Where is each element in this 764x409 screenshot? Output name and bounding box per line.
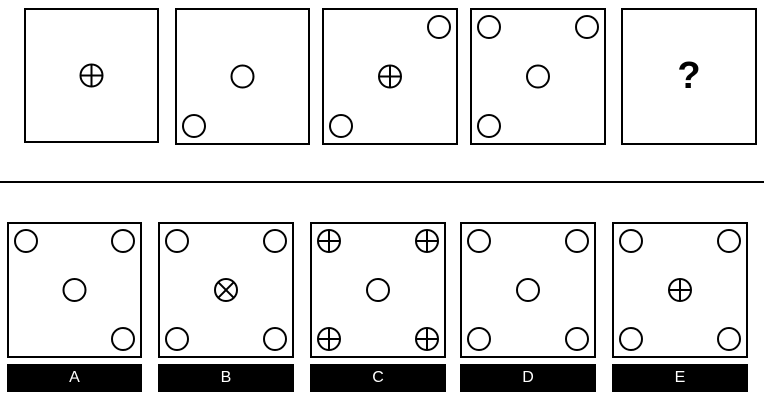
corner-circle-bottom-right bbox=[415, 327, 439, 351]
option-c-panel[interactable] bbox=[310, 222, 446, 358]
option-b-label[interactable]: B bbox=[158, 364, 294, 392]
question-panel-2-figure bbox=[182, 64, 255, 138]
question-panel-4 bbox=[470, 8, 606, 145]
corner-circle-top-left bbox=[467, 229, 491, 253]
corner-circle-top-left bbox=[165, 229, 189, 253]
option-e-panel[interactable] bbox=[612, 222, 748, 358]
option-a-panel[interactable] bbox=[7, 222, 142, 358]
question-panel-4-figure bbox=[477, 15, 599, 138]
corner-circle-bottom-left bbox=[619, 327, 643, 351]
option-b-panel[interactable] bbox=[158, 222, 294, 358]
corner-circle-bottom-right bbox=[263, 327, 287, 351]
center-circle bbox=[79, 63, 104, 88]
center-circle bbox=[62, 278, 87, 302]
corner-circle-bottom-left bbox=[317, 327, 341, 351]
corner-circle-top-left bbox=[14, 229, 38, 253]
corner-circle-top-right bbox=[427, 15, 451, 39]
question-panel-3 bbox=[322, 8, 458, 145]
corner-circle-top-right bbox=[415, 229, 439, 253]
corner-circle-bottom-left bbox=[467, 327, 491, 351]
option-e-figure bbox=[619, 229, 741, 351]
option-e-label[interactable]: E bbox=[612, 364, 748, 392]
center-circle bbox=[366, 278, 390, 302]
option-c-label[interactable]: C bbox=[310, 364, 446, 392]
center-circle bbox=[516, 278, 540, 302]
question-mark: ? bbox=[677, 55, 701, 97]
option-c-figure bbox=[317, 229, 439, 351]
section-divider bbox=[0, 181, 764, 183]
corner-circle-bottom-left bbox=[165, 327, 189, 351]
question-panel-2 bbox=[175, 8, 310, 145]
option-d-label[interactable]: D bbox=[460, 364, 596, 392]
corner-circle-bottom-right bbox=[111, 327, 135, 351]
corner-circle-bottom-right bbox=[717, 327, 741, 351]
corner-circle-top-right bbox=[565, 229, 589, 253]
corner-circle-bottom-left bbox=[477, 114, 501, 138]
corner-circle-top-left bbox=[477, 15, 501, 39]
corner-circle-bottom-right bbox=[565, 327, 589, 351]
corner-circle-bottom-left bbox=[182, 114, 206, 138]
center-circle bbox=[378, 64, 402, 89]
question-panel-3-figure bbox=[329, 15, 451, 138]
center-circle bbox=[230, 64, 255, 89]
option-b-figure bbox=[165, 229, 287, 351]
question-panel-1 bbox=[24, 8, 159, 143]
corner-circle-top-right bbox=[263, 229, 287, 253]
corner-circle-top-left bbox=[317, 229, 341, 253]
corner-circle-top-right bbox=[575, 15, 599, 39]
center-circle bbox=[668, 278, 692, 302]
corner-circle-top-right bbox=[111, 229, 135, 253]
corner-circle-top-left bbox=[619, 229, 643, 253]
center-circle bbox=[526, 64, 550, 89]
corner-circle-bottom-left bbox=[329, 114, 353, 138]
option-a-figure bbox=[14, 229, 135, 351]
center-circle bbox=[214, 278, 238, 302]
option-a-label[interactable]: A bbox=[7, 364, 142, 392]
question-panel-1-figure bbox=[79, 63, 104, 88]
corner-circle-top-right bbox=[717, 229, 741, 253]
option-d-figure bbox=[467, 229, 589, 351]
question-panel-5: ? bbox=[621, 8, 757, 145]
option-d-panel[interactable] bbox=[460, 222, 596, 358]
